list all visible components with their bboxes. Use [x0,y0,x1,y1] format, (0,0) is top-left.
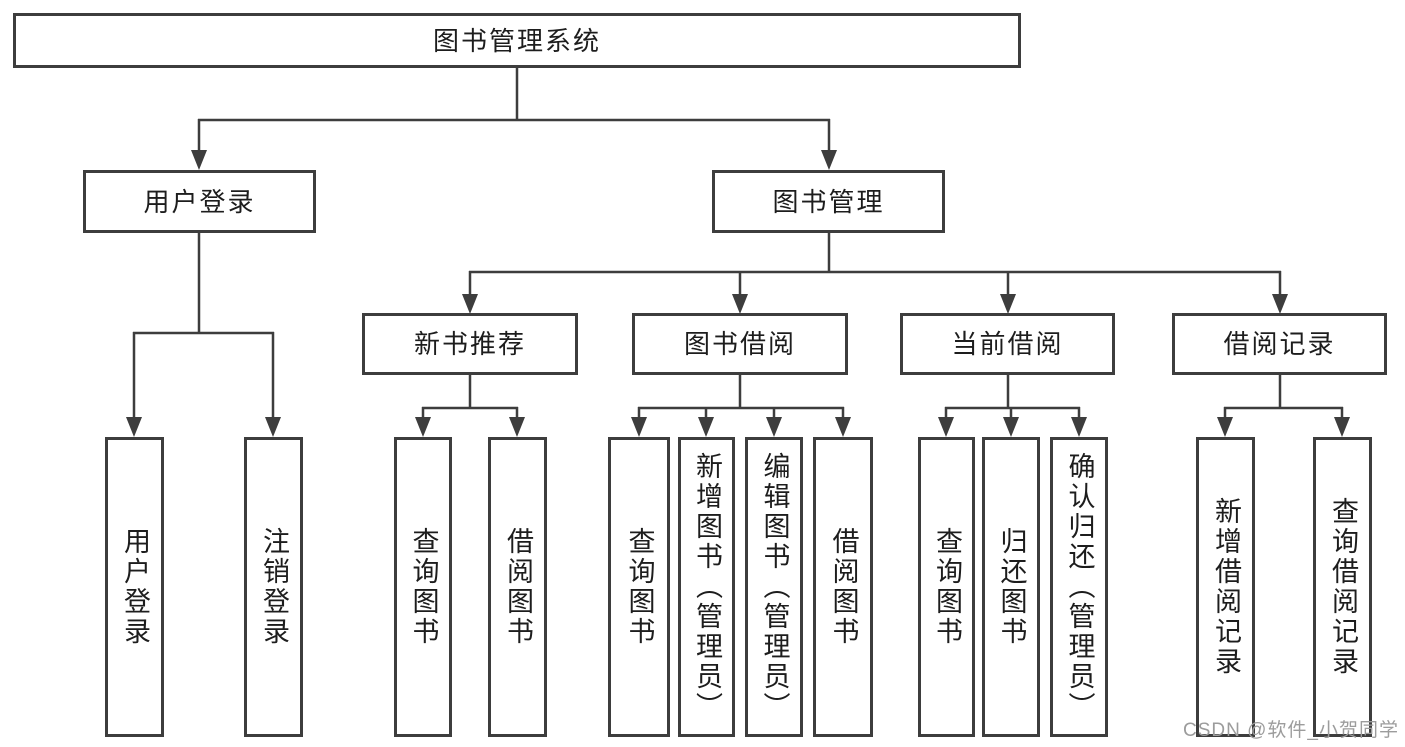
node-book-management-label: 图书管理 [772,186,885,217]
leaf-borrow-books-recommend-label: 借阅图书 [503,527,533,647]
arrowheads [126,150,1350,437]
leaf-search-books-borrowing-label: 查询图书 [624,527,655,647]
node-current-borrowing: 当前借阅 [900,313,1115,375]
leaf-search-books-recommend-label: 查询图书 [408,527,439,647]
node-current-borrowing-label: 当前借阅 [951,329,1064,359]
connector-lines [132,67,1344,420]
leaf-confirm-return-admin: 确认归还（管理员） [1050,437,1108,737]
node-new-book-recommendation-label: 新书推荐 [413,329,526,359]
leaf-search-borrow-record: 查询借阅记录 [1313,437,1372,737]
leaf-logout: 注销登录 [244,437,303,737]
node-library-management-system: 图书管理系统 [13,13,1021,68]
leaf-edit-book-admin-label: 编辑图书（管理员） [759,452,790,722]
leaf-confirm-return-admin-label: 确认归还（管理员） [1064,452,1095,722]
node-user-login: 用户登录 [83,170,316,233]
leaf-search-books-current-label: 查询图书 [932,527,962,647]
node-borrowing-records-label: 借阅记录 [1223,329,1336,359]
leaf-add-book-admin: 新增图书（管理员） [678,437,735,737]
node-borrowing-records: 借阅记录 [1172,313,1387,375]
leaf-search-books-recommend: 查询图书 [394,437,452,737]
node-user-login-label: 用户登录 [143,186,256,217]
node-library-management-system-label: 图书管理系统 [432,25,601,56]
leaf-user-login-label: 用户登录 [120,527,150,647]
node-book-borrowing: 图书借阅 [632,313,848,375]
leaf-user-login: 用户登录 [105,437,164,737]
leaf-logout-label: 注销登录 [259,527,289,647]
leaf-borrow-books-recommend: 借阅图书 [488,437,547,737]
leaf-edit-book-admin: 编辑图书（管理员） [745,437,803,737]
leaf-borrow-books-borrowing: 借阅图书 [813,437,873,737]
leaf-add-borrow-record: 新增借阅记录 [1196,437,1255,737]
node-book-borrowing-label: 图书借阅 [683,329,796,359]
leaf-add-borrow-record-label: 新增借阅记录 [1211,497,1241,677]
node-new-book-recommendation: 新书推荐 [362,313,578,375]
leaf-search-books-borrowing: 查询图书 [608,437,670,737]
leaf-search-books-current: 查询图书 [918,437,975,737]
leaf-borrow-books-borrowing-label: 借阅图书 [828,527,859,647]
leaf-add-book-admin-label: 新增图书（管理员） [692,452,722,722]
leaf-return-books: 归还图书 [982,437,1040,737]
watermark: CSDN @软件_小贺同学 [1183,720,1399,741]
leaf-search-borrow-record-label: 查询借阅记录 [1328,497,1358,677]
node-book-management: 图书管理 [712,170,945,233]
leaf-return-books-label: 归还图书 [996,527,1027,647]
